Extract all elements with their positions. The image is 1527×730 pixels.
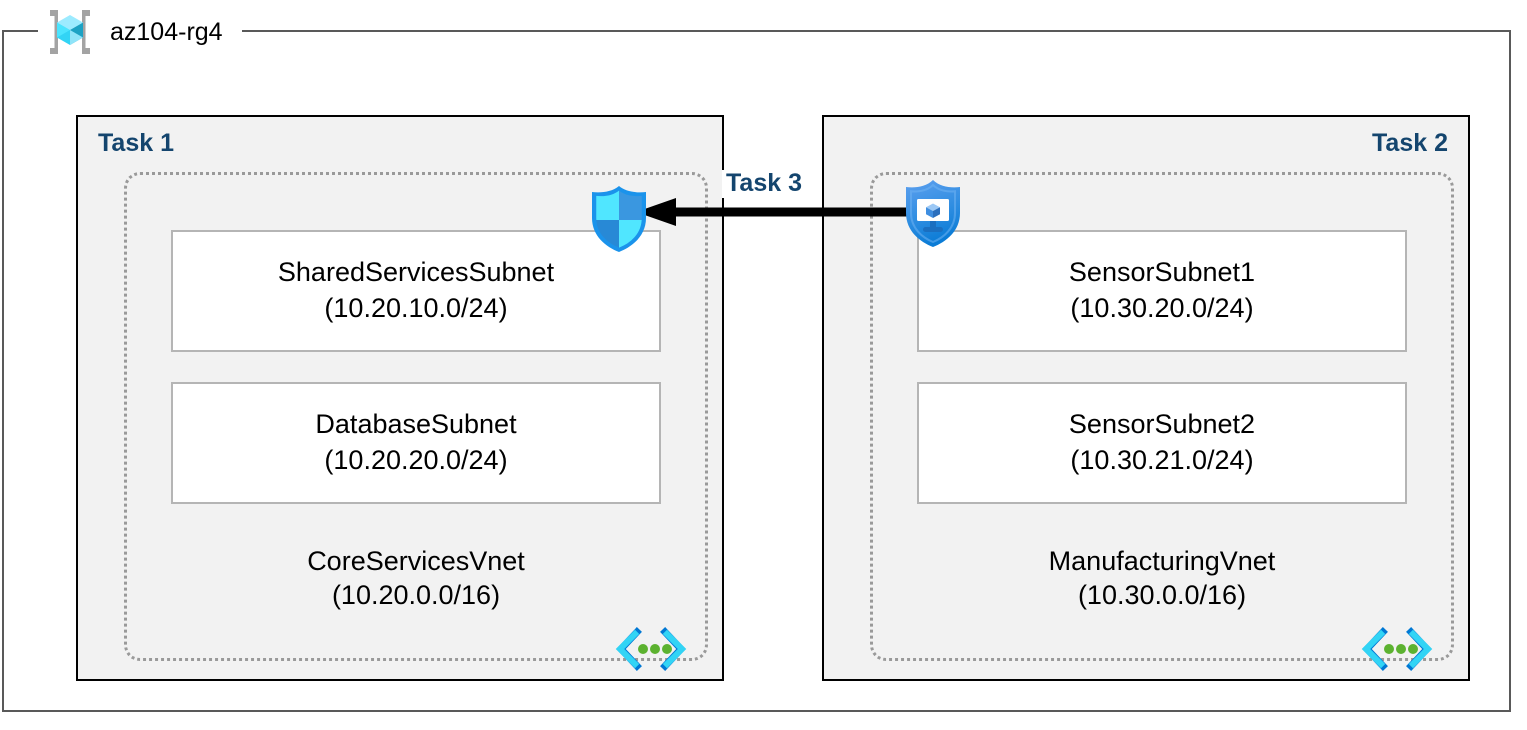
vnet-name: CoreServicesVnet — [307, 546, 525, 576]
resource-group-border-top — [242, 30, 1511, 32]
task-3-connection-arrow — [636, 198, 914, 226]
network-security-group-icon[interactable] — [896, 176, 970, 250]
subnet-sensor-2[interactable]: SensorSubnet2 (10.30.21.0/24) — [917, 382, 1407, 504]
subnet-database[interactable]: DatabaseSubnet (10.20.20.0/24) — [171, 382, 661, 504]
subnet-cidr: (10.20.20.0/24) — [324, 445, 508, 475]
resource-group-border-left — [2, 30, 4, 712]
vnet-name: ManufacturingVnet — [1048, 546, 1276, 576]
resource-group-border-bottom — [2, 710, 1511, 712]
resource-group-border-top-left-stub — [2, 30, 38, 32]
subnet-sensor-1[interactable]: SensorSubnet1 (10.30.20.0/24) — [917, 230, 1407, 352]
resource-group-title: az104-rg4 — [110, 17, 223, 46]
subnet-name: SharedServicesSubnet — [277, 257, 555, 288]
manufacturing-vnet-caption: ManufacturingVnet (10.30.0.0/16) — [873, 545, 1451, 613]
virtual-network-icon — [1361, 624, 1433, 674]
subnet-name: DatabaseSubnet — [315, 409, 517, 440]
core-services-vnet-caption: CoreServicesVnet (10.20.0.0/16) — [127, 545, 705, 613]
subnet-shared-services[interactable]: SharedServicesSubnet (10.20.10.0/24) — [171, 230, 661, 352]
subnet-cidr: (10.30.20.0/24) — [1070, 293, 1254, 323]
subnet-cidr: (10.30.21.0/24) — [1070, 445, 1254, 475]
subnet-cidr: (10.20.10.0/24) — [324, 293, 508, 323]
vnet-cidr: (10.20.0.0/16) — [331, 579, 501, 610]
resource-group-border-right — [1509, 30, 1511, 712]
manufacturing-vnet-box[interactable]: SensorSubnet1 (10.30.20.0/24) SensorSubn… — [870, 172, 1454, 671]
core-services-vnet-box[interactable]: SharedServicesSubnet (10.20.10.0/24) Dat… — [124, 172, 708, 671]
virtual-network-icon — [615, 624, 687, 674]
azure-resource-group-icon — [44, 6, 96, 58]
task-2-label: Task 2 — [1372, 129, 1448, 157]
subnet-name: SensorSubnet2 — [1068, 409, 1256, 440]
vnet-cidr: (10.30.0.0/16) — [1077, 579, 1247, 610]
resource-group-header: az104-rg4 — [44, 6, 229, 58]
task-1-label: Task 1 — [98, 129, 174, 157]
subnet-name: SensorSubnet1 — [1068, 257, 1256, 288]
task-3-label: Task 3 — [722, 169, 806, 198]
firewall-shield-icon[interactable] — [582, 182, 656, 256]
